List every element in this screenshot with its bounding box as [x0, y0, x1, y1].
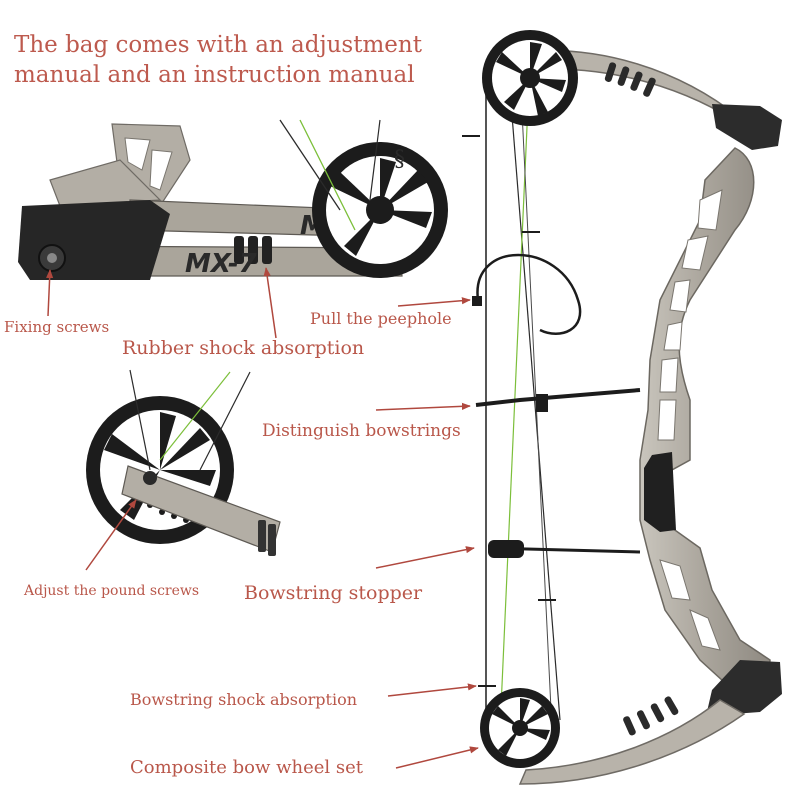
- label-fixing-screws: Fixing screws: [4, 318, 110, 336]
- label-stopper: Bowstring stopper: [244, 582, 423, 604]
- upper-cam: [482, 30, 578, 126]
- stopper-damper: [488, 540, 524, 558]
- label-distinguish: Distinguish bowstrings: [262, 421, 461, 441]
- cable-guard: [475, 388, 641, 407]
- peep-sight: [472, 296, 482, 306]
- inset-cam-closeup: [86, 369, 281, 556]
- headline: The bag comes with an adjustment manual …: [14, 30, 422, 90]
- label-wheel-set: Composite bow wheel set: [130, 757, 364, 778]
- arrow-wheel-set: [395, 746, 479, 769]
- lower-limb-pocket: [706, 660, 782, 716]
- main-bow: [462, 30, 782, 785]
- bowstrings: [485, 59, 561, 731]
- string-clips: [462, 135, 556, 687]
- arrow-fixing-screws: [46, 269, 54, 317]
- arrow-peephole: [397, 297, 471, 307]
- lower-limb-dampers: [623, 696, 679, 736]
- inset-limb-closeup: MX-7 MX-7 §: [18, 119, 448, 280]
- lower-cam: [480, 688, 560, 768]
- arrow-rubber-shock: [263, 267, 277, 339]
- limb-marking-lower: MX-7: [185, 249, 258, 279]
- cable-slide: [536, 394, 548, 412]
- lower-limb: [518, 699, 746, 785]
- label-rubber-shock: Rubber shock absorption: [122, 337, 365, 359]
- grip: [644, 452, 676, 532]
- headline-line-1: The bag comes with an adjustment: [14, 32, 422, 58]
- riser-cutouts: [657, 189, 723, 651]
- arrow-pound-screws: [85, 499, 137, 571]
- label-pound-screws: Adjust the pound screws: [24, 583, 200, 599]
- riser: [639, 147, 771, 693]
- label-peephole: Pull the peephole: [310, 309, 452, 328]
- upper-limb-pocket: [712, 104, 782, 150]
- headline-line-2: manual and an instruction manual: [14, 62, 415, 88]
- arrow-stopper: [375, 546, 475, 569]
- label-string-shock: Bowstring shock absorption: [130, 690, 358, 709]
- arrow-string-shock: [387, 683, 477, 697]
- peep-loop: [476, 253, 582, 335]
- arrow-distinguish: [375, 402, 471, 411]
- svg-text:§: §: [394, 147, 405, 172]
- upper-limb-dampers: [604, 62, 656, 97]
- callout-arrows: [46, 267, 479, 769]
